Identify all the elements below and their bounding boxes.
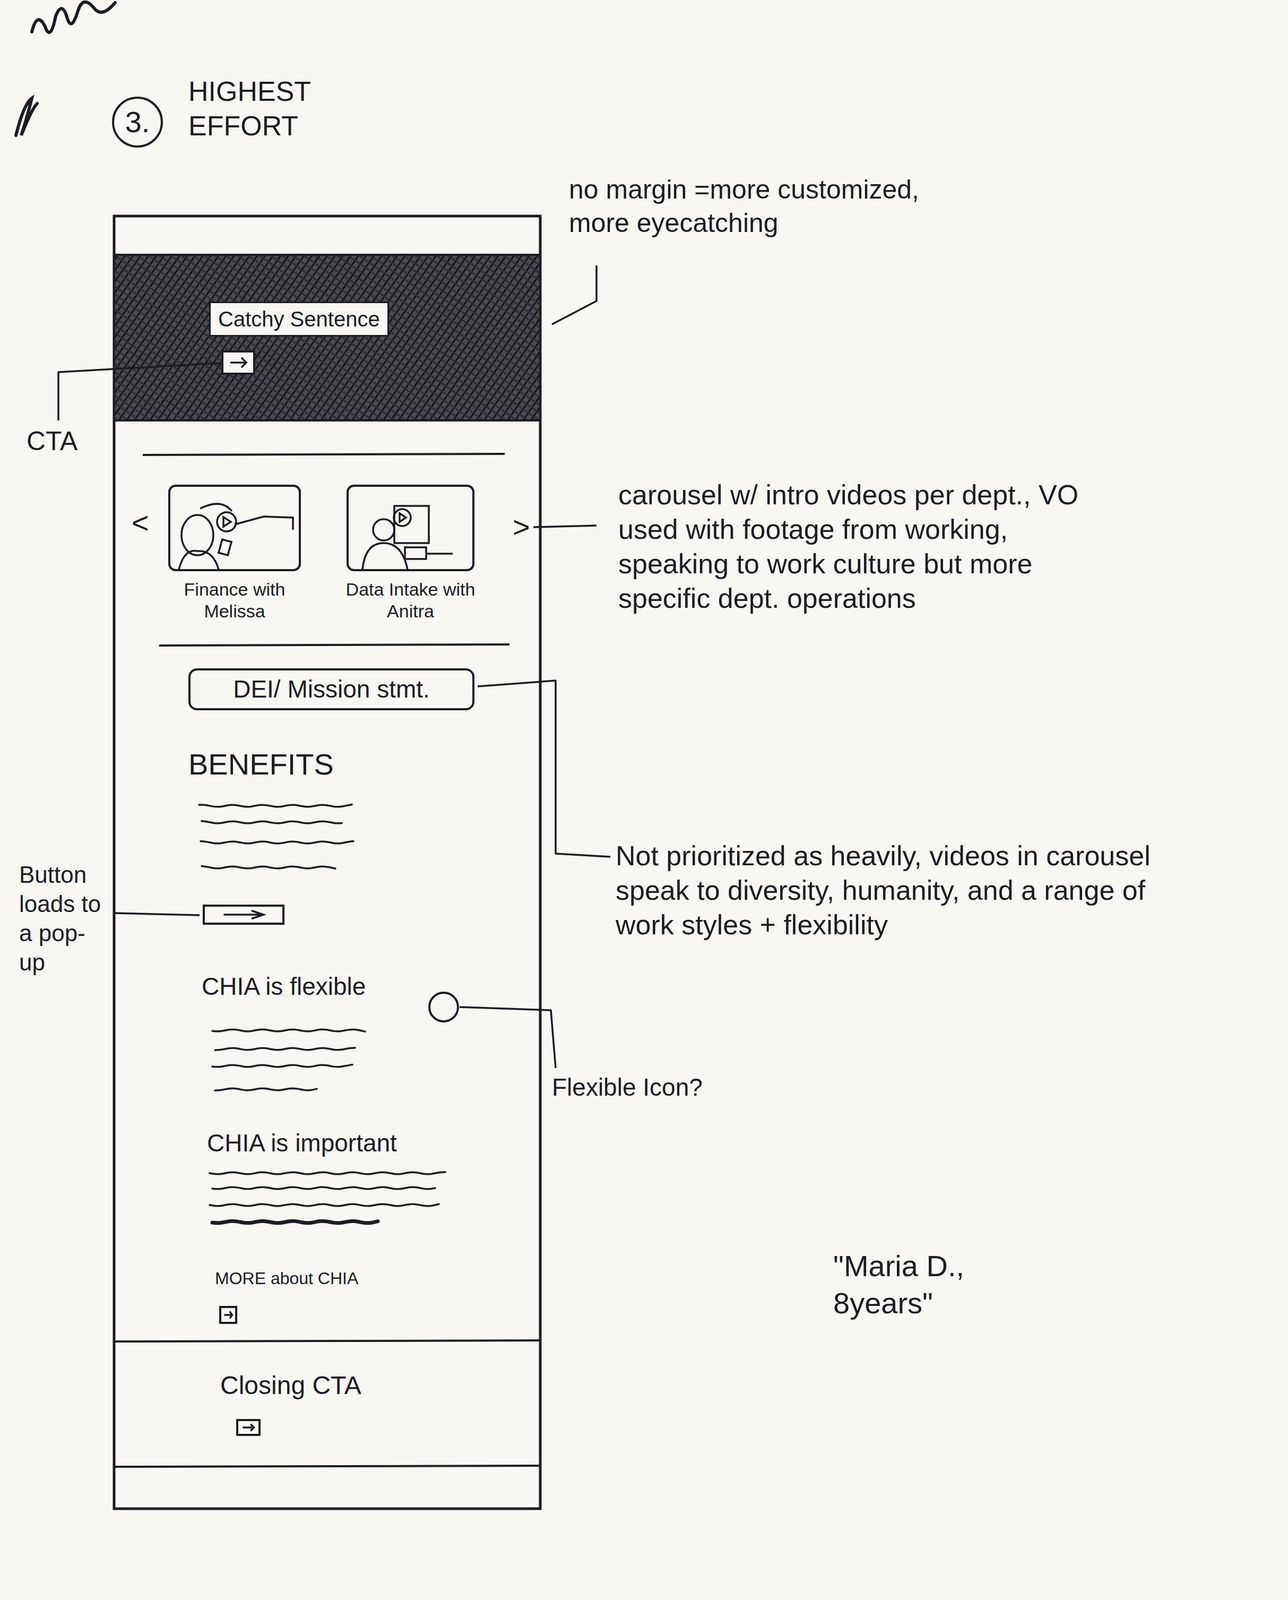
text-placeholder-line (212, 1186, 436, 1189)
leader-line (113, 912, 200, 915)
video-thumbnail: Data Intake with Anitra (346, 484, 475, 622)
text-placeholder-line (212, 1029, 366, 1032)
hero-banner: Catchy Sentence (114, 254, 541, 421)
arrow-button (222, 351, 255, 374)
leader-line (477, 680, 611, 857)
section-divider (114, 1340, 541, 1342)
video-caption: Data Intake with Anitra (338, 578, 483, 622)
leader-line (533, 525, 597, 527)
video-thumbnail: Finance with Melissa (168, 484, 301, 622)
text-placeholder-line (201, 866, 336, 869)
section-heading: BENEFITS (188, 745, 334, 783)
arrow-button (220, 1306, 237, 1323)
page-frame (114, 215, 541, 1509)
carousel-arrow: > (512, 508, 531, 546)
hero-band (114, 254, 541, 421)
video-figure (362, 505, 453, 570)
section-heading: Closing CTA (220, 1369, 362, 1402)
scribble (15, 2, 116, 136)
box-text: DEI/ Mission stmt. (232, 674, 430, 704)
link-text: MORE about CHIA (214, 1267, 359, 1289)
text-placeholder-line (214, 1047, 356, 1050)
hero-headline: Catchy Sentence (209, 301, 390, 337)
thumbnail-frame (168, 484, 301, 572)
step-number-circle: 3. (110, 95, 164, 149)
text-placeholder-line (209, 1171, 446, 1174)
section-heading: CHIA is important (206, 1127, 397, 1159)
thumbnail-frame (346, 484, 475, 572)
section-heading: CHIA is flexible (201, 971, 366, 1002)
annotation: carousel w/ intro videos per dept., VO u… (618, 477, 1096, 616)
text-placeholder-line (209, 1203, 439, 1206)
sketch-title: HIGHEST EFFORT (188, 74, 348, 144)
icon-placeholder (429, 992, 458, 1022)
carousel-arrow: < (131, 504, 150, 542)
arrow-button (237, 1419, 260, 1435)
text-placeholder-line (199, 804, 352, 807)
leader-line (58, 362, 220, 421)
text-placeholder-line (212, 1064, 353, 1067)
step-number: 3. (125, 104, 151, 140)
annotation: Button loads to a pop-up (19, 859, 110, 977)
testimonial-quote: "Maria D., 8years" (833, 1247, 1067, 1322)
leader-line (551, 265, 597, 325)
annotation: no margin =more customized, more eyecatc… (568, 173, 920, 240)
section-divider (142, 453, 505, 455)
text-placeholder-line (201, 820, 342, 824)
arrow-button (203, 905, 284, 924)
annotation: CTA (26, 424, 78, 458)
leader-line (459, 1006, 556, 1068)
mission-box: DEI/ Mission stmt. (188, 668, 475, 711)
annotation: Flexible Icon? (551, 1072, 703, 1103)
section-divider (114, 1465, 541, 1467)
text-placeholder-line (214, 1087, 317, 1091)
section-divider (159, 644, 510, 646)
video-figure (178, 503, 293, 570)
video-caption: Finance with Melissa (160, 578, 309, 622)
annotation: Not prioritized as heavily, videos in ca… (615, 838, 1168, 942)
text-placeholder-line (212, 1220, 378, 1223)
text-placeholder-line (200, 841, 354, 844)
